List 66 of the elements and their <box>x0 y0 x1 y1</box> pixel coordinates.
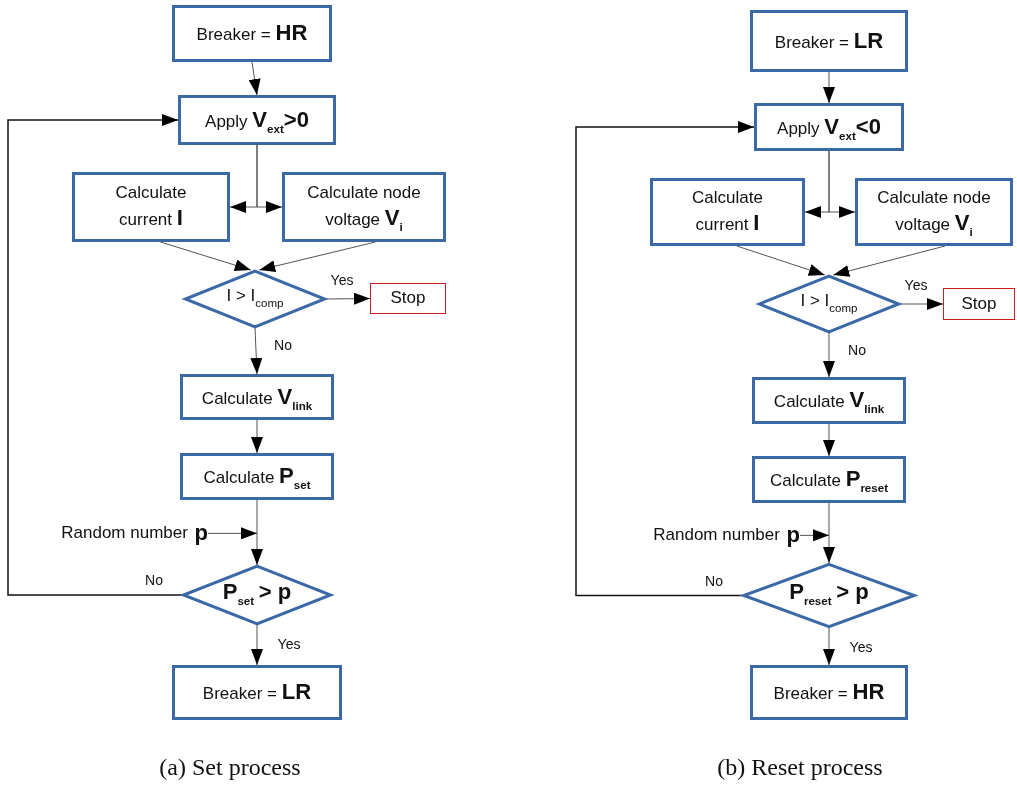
arrow <box>823 627 835 666</box>
process-box <box>855 178 1013 246</box>
arrow <box>258 241 376 273</box>
figure-caption: (a) Set process <box>159 754 301 781</box>
arrow <box>325 292 371 305</box>
step-label: Calculate V$_{link}$ <box>773 386 885 415</box>
arrow <box>256 144 283 213</box>
decision-diamond <box>758 275 900 333</box>
stop-box <box>370 283 446 314</box>
input-label: Random number p <box>61 519 208 548</box>
process-box <box>750 665 908 720</box>
stop-box <box>943 288 1015 320</box>
step-label: Calculate current I <box>114 181 188 232</box>
step-label: Calculate V$_{link}$ <box>201 382 313 412</box>
step-label: Breaker = LR <box>202 678 312 707</box>
process-box <box>172 665 342 720</box>
input-label: Random number p <box>653 521 800 550</box>
process-box <box>178 95 336 145</box>
process-box <box>750 10 908 72</box>
step-label: Calculate P$_{set}$ <box>203 462 311 491</box>
arrow <box>7 114 183 596</box>
process-box <box>282 172 446 242</box>
arrow <box>899 298 944 310</box>
step-label: Calculate node voltage V$_{i}$ <box>876 186 992 238</box>
arrow <box>799 529 830 542</box>
condition-label: P$_{set}$ > p <box>222 577 292 609</box>
step-label: Breaker = HR <box>773 678 885 707</box>
process-box <box>754 103 904 151</box>
process-box <box>172 5 332 62</box>
arrow <box>251 499 263 566</box>
decision-diamond <box>184 270 326 328</box>
process-box <box>752 377 906 424</box>
arrow <box>251 419 263 454</box>
step-label: Breaker = HR <box>196 19 308 48</box>
arrow <box>832 245 946 277</box>
step-label: Calculate current I <box>691 186 764 237</box>
arrow <box>248 61 261 96</box>
arrow <box>823 332 835 378</box>
process-box <box>650 178 805 246</box>
figure-caption: (b) Reset process <box>717 754 883 781</box>
process-box <box>752 456 906 503</box>
arrow <box>250 327 263 375</box>
decision-diamond <box>742 563 916 628</box>
arrow <box>823 502 835 564</box>
arrow <box>251 624 263 666</box>
arrow <box>823 423 835 457</box>
condition-label: I > I$_{comp}$ <box>226 284 284 311</box>
step-label: Calculate node voltage V$_{i}$ <box>306 181 422 233</box>
stop-label: Stop <box>390 287 426 310</box>
arrow <box>160 241 252 271</box>
arrow <box>828 150 856 218</box>
step-label: Calculate P$_{reset}$ <box>770 465 888 494</box>
condition-label: P$_{reset}$ > p <box>789 578 869 609</box>
step-label: Apply V$_{ext}$>0 <box>205 105 309 135</box>
condition-label: I > I$_{comp}$ <box>800 289 858 316</box>
arrow <box>575 121 755 597</box>
arrow <box>207 527 258 540</box>
process-box <box>72 172 230 242</box>
step-label: Apply V$_{ext}$<0 <box>777 112 881 142</box>
step-label: Breaker = LR <box>774 26 884 55</box>
decision-diamond <box>182 565 332 625</box>
arrow <box>823 71 835 104</box>
arrow <box>736 245 826 276</box>
stop-label: Stop <box>961 292 997 315</box>
process-box <box>180 374 334 420</box>
process-box <box>180 453 334 500</box>
